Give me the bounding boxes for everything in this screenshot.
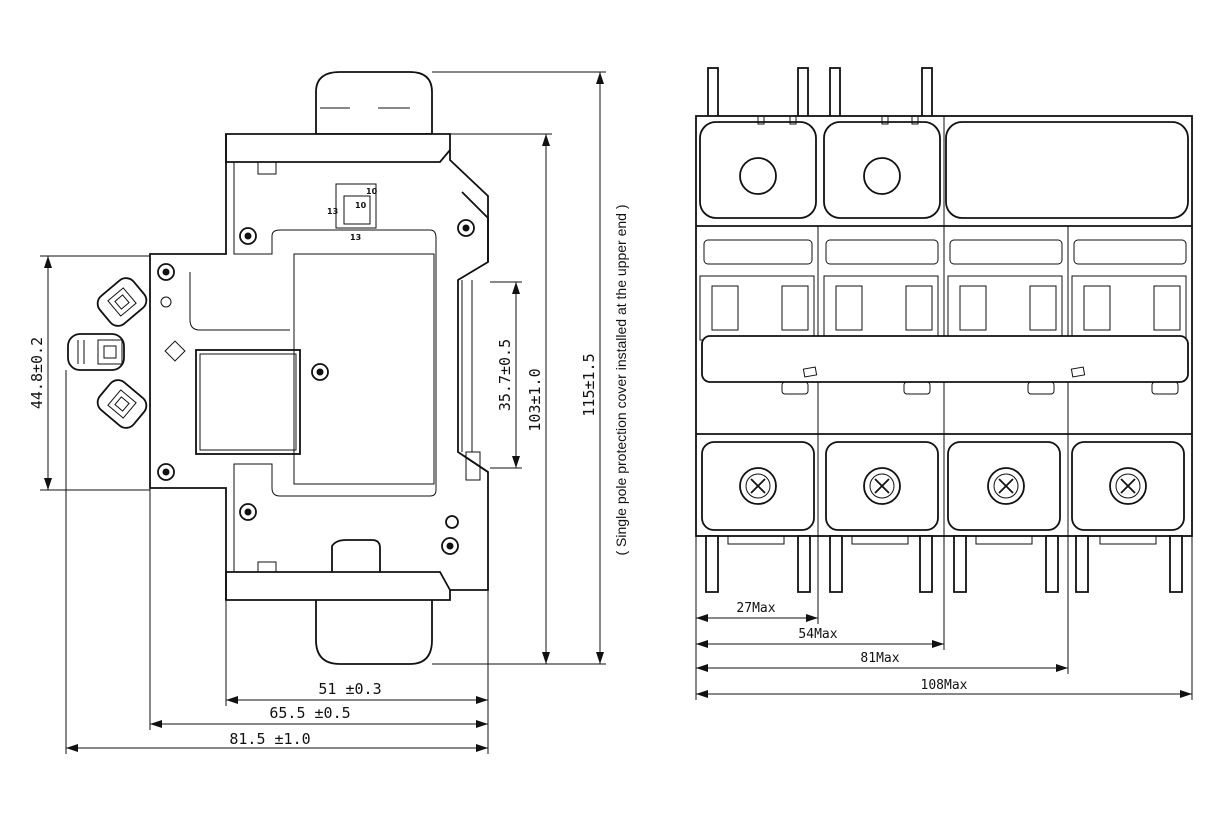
side-view: 13 13 10 10 <box>28 71 629 754</box>
dim-54max: 54Max <box>798 627 837 642</box>
terminal-blocks <box>701 441 1185 531</box>
switch-label-4: 10 <box>366 187 378 196</box>
top-protection-cover <box>315 71 433 135</box>
dim-width-65: 65.5 ±0.5 <box>269 704 350 722</box>
dim-27max: 27Max <box>736 601 775 616</box>
dim-height-35: 35.7±0.5 <box>496 339 514 411</box>
front-dimensions <box>695 536 1193 700</box>
bottom-protection-cover <box>315 597 433 665</box>
side-dimensions <box>40 71 606 754</box>
dim-width-81: 81.5 ±1.0 <box>229 730 310 748</box>
dim-height-103: 103±1.0 <box>526 368 544 431</box>
dim-height-115: 115±1.5 <box>580 353 598 416</box>
front-view: 27Max 54Max 81Max 108Max <box>695 67 1193 700</box>
protection-cover-note: ( Single pole protection cover installed… <box>613 205 629 556</box>
switch-label-2: 13 <box>350 233 361 242</box>
switch-label-1: 13 <box>327 207 338 216</box>
screws <box>157 219 475 555</box>
handle-positions <box>67 277 148 429</box>
switch-label-3: 10 <box>355 201 367 210</box>
dim-81max: 81Max <box>860 651 899 666</box>
bottom-pins <box>705 535 1183 593</box>
dim-width-51: 51 ±0.3 <box>318 680 381 698</box>
top-pins <box>707 67 933 119</box>
handle-bar <box>701 335 1189 383</box>
terminal-screws <box>739 467 1147 505</box>
label-windows <box>703 239 1187 265</box>
dim-height-44: 44.8±0.2 <box>28 337 46 409</box>
dim-108max: 108Max <box>921 678 968 693</box>
